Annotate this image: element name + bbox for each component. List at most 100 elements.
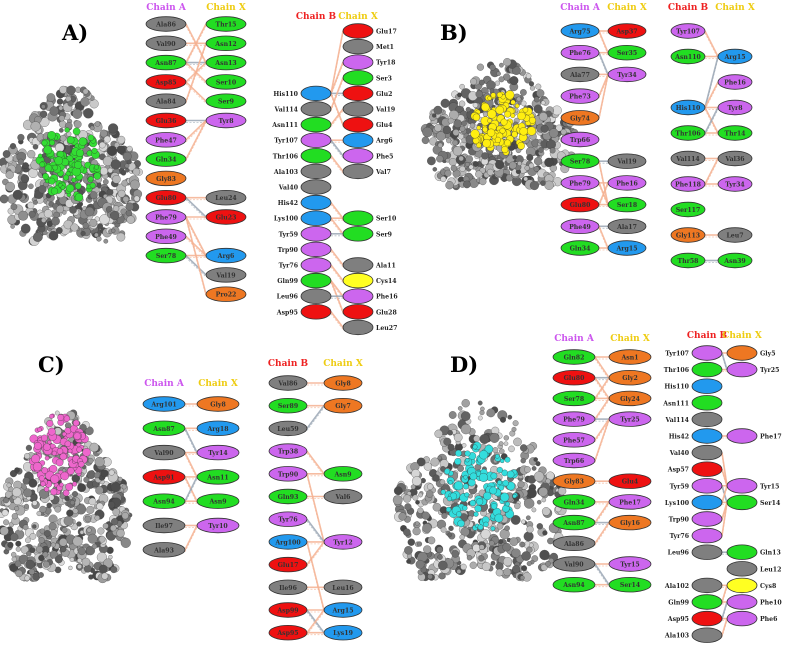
residue-node-shape <box>691 444 723 461</box>
residue-label: Gly8 <box>210 402 226 409</box>
protein-surface-atom <box>439 479 446 485</box>
interaction-line <box>721 585 728 603</box>
interaction-line <box>330 108 344 126</box>
residue-node-shape <box>300 194 332 211</box>
binding-site-atom <box>517 142 525 150</box>
protein-surface-atom <box>95 486 104 495</box>
protein-surface-atom <box>442 125 452 135</box>
residue-node: Glu23 <box>205 209 247 225</box>
protein-surface-atom <box>479 79 485 86</box>
protein-surface-atom <box>453 119 462 128</box>
residue-label: Leu7 <box>726 233 743 240</box>
protein-surface-atom <box>76 521 82 527</box>
residue-node-shape <box>300 304 332 320</box>
protein-surface-atom <box>499 448 505 455</box>
protein-surface-atom <box>416 541 423 547</box>
residue-node-shape <box>552 577 596 593</box>
residue-node: Arg15 <box>717 48 753 65</box>
residue-label: Arg75 <box>569 29 591 36</box>
protein-surface-atom <box>5 181 15 192</box>
residue-node-shape <box>342 101 374 117</box>
binding-site-atom <box>47 131 56 140</box>
residue-node: Gly8 <box>323 375 363 391</box>
interaction-line <box>185 83 207 104</box>
residue-label: Gln34 <box>564 499 585 506</box>
residue-node: Val36 <box>717 150 753 167</box>
residue-node-shape <box>205 209 247 225</box>
residue-node: Asn94 <box>142 493 186 509</box>
protein-surface-atom <box>540 564 548 571</box>
protein-surface-atom <box>103 238 109 244</box>
protein-surface-atom <box>533 166 540 172</box>
protein-surface-atom <box>99 214 110 225</box>
residue-node-shape <box>691 478 723 494</box>
residue-label: Tyr59 <box>279 231 298 238</box>
protein-surface-atom <box>465 162 470 167</box>
binding-site-atom <box>504 139 511 147</box>
panel-label: A) <box>61 20 88 45</box>
binding-site-atom <box>44 164 53 172</box>
protein-surface-atom <box>97 223 104 230</box>
interaction-line <box>306 611 325 635</box>
residue-label: Gly7 <box>335 403 351 410</box>
residue-node: Asn9 <box>196 493 240 509</box>
protein-surface-atom <box>103 135 111 143</box>
protein-surface-atom <box>533 457 538 462</box>
protein-surface-atom <box>440 526 447 533</box>
residue-node: Asp57 <box>667 461 723 477</box>
protein-surface-atom <box>32 524 37 529</box>
protein-surface-atom <box>437 142 443 148</box>
protein-surface-atom <box>126 145 133 152</box>
residue-label: Leu27 <box>376 325 397 332</box>
protein-surface-atom <box>466 555 473 561</box>
residue-node: Val19 <box>205 267 247 283</box>
protein-surface-atom <box>98 564 108 574</box>
residue-node-shape <box>268 602 308 618</box>
residue-node: Tyr25 <box>726 361 779 378</box>
interaction-line <box>306 405 325 429</box>
protein-surface-atom <box>437 455 442 461</box>
residue-label: Tyr25 <box>760 367 779 374</box>
binding-site-atom <box>505 90 515 100</box>
residue-node-shape <box>670 99 706 116</box>
residue-label: Trp90 <box>669 517 690 524</box>
residue-node-shape <box>670 227 706 243</box>
residue-label: Met1 <box>376 44 394 51</box>
residue-node: Val90 <box>552 556 596 572</box>
residue-node: Ser14 <box>608 577 652 593</box>
protein-surface-atom <box>478 555 485 562</box>
residue-node: Val19 <box>607 153 647 169</box>
protein-surface-atom <box>432 167 438 172</box>
residue-label: Asn39 <box>723 258 745 265</box>
residue-node: Ser78 <box>552 390 596 407</box>
residue-node: Ser10 <box>205 74 247 90</box>
binding-site-atom <box>59 453 67 461</box>
residue-label: Arg18 <box>207 426 229 433</box>
protein-surface-atom <box>513 437 522 447</box>
interaction-line <box>598 74 609 118</box>
protein-surface-atom <box>457 465 464 472</box>
panel-label: D) <box>450 352 478 377</box>
interaction-line <box>330 30 344 94</box>
protein-surface-atom <box>495 568 504 577</box>
interaction-line <box>185 64 207 85</box>
protein-surface-atom <box>22 162 29 169</box>
protein-surface-atom <box>33 200 38 205</box>
protein-surface-atom <box>125 209 133 217</box>
residue-node-shape <box>691 428 723 444</box>
residue-label: Gly24 <box>620 396 641 403</box>
protein-surface-atom <box>476 63 484 71</box>
residue-node-shape <box>145 247 187 264</box>
protein-surface-atom <box>33 232 43 242</box>
protein-surface-atom <box>12 189 23 200</box>
interaction-line <box>721 485 728 503</box>
protein-surface-atom <box>11 556 17 562</box>
residue-node-shape <box>268 511 308 527</box>
interaction-line <box>598 76 609 120</box>
residue-node-shape <box>145 35 187 52</box>
residue-label: Gly16 <box>620 520 640 527</box>
residue-label: Asn87 <box>152 426 174 433</box>
residue-label: Tyr107 <box>274 138 298 145</box>
residue-node: Pro22 <box>205 286 247 302</box>
